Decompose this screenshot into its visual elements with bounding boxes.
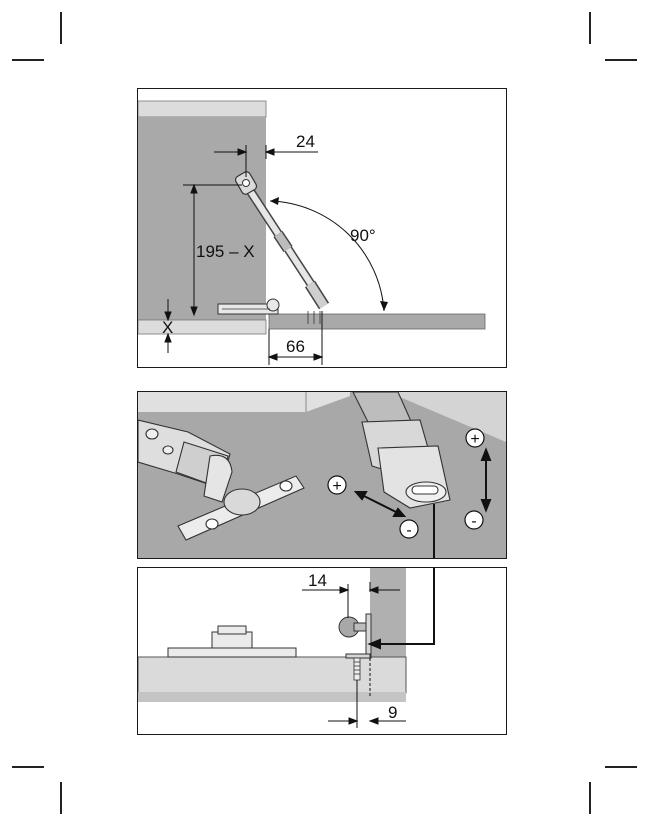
minus-icon-left: - (399, 519, 419, 539)
dimension-14-label: 14 (308, 571, 327, 590)
side-view-drawing: 24 90° 195 – X X (138, 100, 486, 365)
svg-text:+: + (470, 431, 479, 448)
crop-mark-top-right-vertical (589, 12, 591, 44)
dimension-height (183, 183, 242, 317)
hinge-mounting-plate (177, 475, 305, 541)
plus-icon-left: + (327, 475, 347, 495)
height-label: 195 – X (196, 242, 255, 261)
open-flap-door (268, 313, 486, 330)
door-board-shadow (138, 692, 406, 702)
hinge-on-door (167, 625, 297, 658)
angle-90-arc (269, 197, 388, 312)
section-detail-drawing: 14 9 (138, 568, 435, 728)
strut-ball-bracket (338, 613, 372, 659)
dimension-66-label: 66 (286, 337, 305, 356)
crop-mark-top-left-horizontal (12, 59, 44, 61)
strut-adjuster (352, 392, 451, 509)
hinge-arm (138, 419, 233, 503)
crop-mark-bottom-left-horizontal (12, 766, 44, 768)
svg-text:+: + (332, 478, 341, 495)
plus-icon-right: + (465, 428, 485, 448)
door-board-section (138, 656, 407, 694)
cabinet-side-board (138, 117, 266, 320)
crop-mark-bottom-left-vertical (60, 782, 62, 814)
dimension-66 (267, 311, 324, 365)
crop-mark-top-left-vertical (60, 12, 62, 44)
x-label: X (162, 318, 173, 337)
svg-text:-: - (471, 513, 476, 530)
panel-adjustment-view: + - + - (137, 391, 507, 559)
svg-text:-: - (406, 522, 411, 539)
crop-mark-top-right-horizontal (605, 59, 637, 61)
crop-mark-bottom-right-vertical (589, 782, 591, 814)
horizontal-adjust-arrow (353, 491, 407, 517)
hinge-mount-plate (217, 298, 321, 324)
panel-side-view-dimensions: 24 90° 195 – X X (137, 88, 507, 368)
dimension-x (164, 299, 172, 353)
dimension-9 (328, 680, 406, 728)
dimension-24-label: 24 (296, 132, 315, 151)
angle-label: 90° (350, 226, 376, 245)
screw (353, 657, 361, 681)
cabinet-bottom-edge (138, 319, 267, 335)
lift-mechanism-strut (234, 171, 330, 310)
adjustment-drawing: + - + - (138, 392, 506, 558)
back-wall (138, 392, 350, 412)
dimension-9-label: 9 (388, 703, 397, 722)
minus-icon-right: - (464, 510, 484, 530)
cabinet-top-edge (138, 100, 267, 118)
crop-mark-bottom-right-horizontal (605, 766, 637, 768)
callout-arrow (367, 568, 435, 650)
dimension-14 (302, 582, 400, 618)
dimension-24 (214, 145, 318, 177)
panel-section-detail: 14 9 (137, 567, 507, 735)
vertical-adjust-arrow (480, 447, 492, 513)
